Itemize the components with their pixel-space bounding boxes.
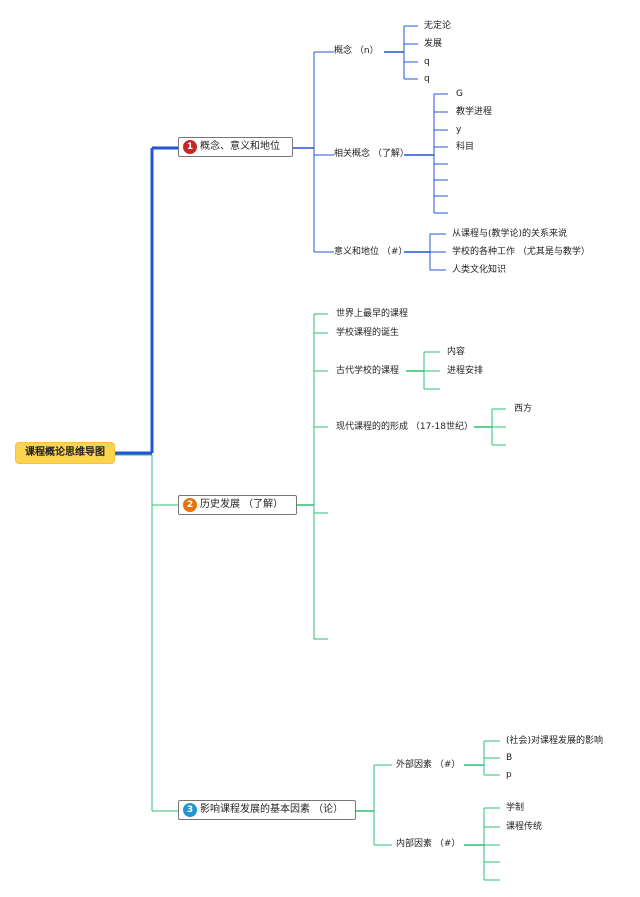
leaf-item[interactable]: 学校的各种工作 （尤其是与教学） <box>452 247 590 257</box>
branch-label: 影响课程发展的基本因素 （论） <box>200 804 344 815</box>
topic-external-factors[interactable]: 外部因素 （#） <box>396 760 461 770</box>
topic-school-course-birth[interactable]: 学校课程的诞生 <box>336 328 400 338</box>
leaf-item[interactable]: 从课程与(教学论)的关系来说 <box>452 229 568 239</box>
leaf-item[interactable]: 内容 <box>447 347 466 357</box>
leaf-item[interactable]: y <box>456 125 462 135</box>
branch-label: 历史发展 （了解） <box>200 499 284 510</box>
topic-earliest-course[interactable]: 世界上最早的课程 <box>336 309 409 319</box>
leaf-item[interactable]: 西方 <box>514 404 533 414</box>
leaf-item[interactable]: (社会)对课程发展的影响 <box>506 736 604 746</box>
leaf-item[interactable]: 无定论 <box>424 21 452 31</box>
leaf-item[interactable]: 课程传统 <box>506 822 543 832</box>
leaf-item[interactable]: 科目 <box>456 142 475 152</box>
topic-ancient-course[interactable]: 古代学校的课程 <box>336 366 400 376</box>
leaf-item[interactable]: 发展 <box>424 39 443 49</box>
root-node[interactable]: 课程概论思维导图 <box>16 443 114 463</box>
leaf-item[interactable]: p <box>506 770 512 780</box>
leaf-item[interactable]: q <box>424 57 430 67</box>
branch-node-history[interactable]: 2 历史发展 （了解） <box>178 495 297 515</box>
number-badge-2: 2 <box>183 498 197 512</box>
number-badge-1: 1 <box>183 140 197 154</box>
topic-related-concepts[interactable]: 相关概念 （了解） <box>334 149 409 159</box>
leaf-item[interactable]: q <box>424 74 430 84</box>
leaf-item[interactable]: 人类文化知识 <box>452 265 507 275</box>
branch-label: 概念、意义和地位 <box>200 141 280 152</box>
leaf-item[interactable]: 教学进程 <box>456 107 493 117</box>
topic-significance[interactable]: 意义和地位 （#） <box>334 247 408 257</box>
branch-node-factors[interactable]: 3 影响课程发展的基本因素 （论） <box>178 800 356 820</box>
topic-concept[interactable]: 概念 （n） <box>334 46 379 56</box>
leaf-item[interactable]: B <box>506 753 513 763</box>
leaf-item[interactable]: 学制 <box>506 803 525 813</box>
number-badge-3: 3 <box>183 803 197 817</box>
branch-node-concept[interactable]: 1 概念、意义和地位 <box>178 137 293 157</box>
leaf-item[interactable]: 进程安排 <box>447 366 484 376</box>
topic-modern-course[interactable]: 现代课程的的形成 （17-18世纪） <box>336 422 474 432</box>
topic-internal-factors[interactable]: 内部因素 （#） <box>396 839 461 849</box>
leaf-item[interactable]: G <box>456 89 463 99</box>
